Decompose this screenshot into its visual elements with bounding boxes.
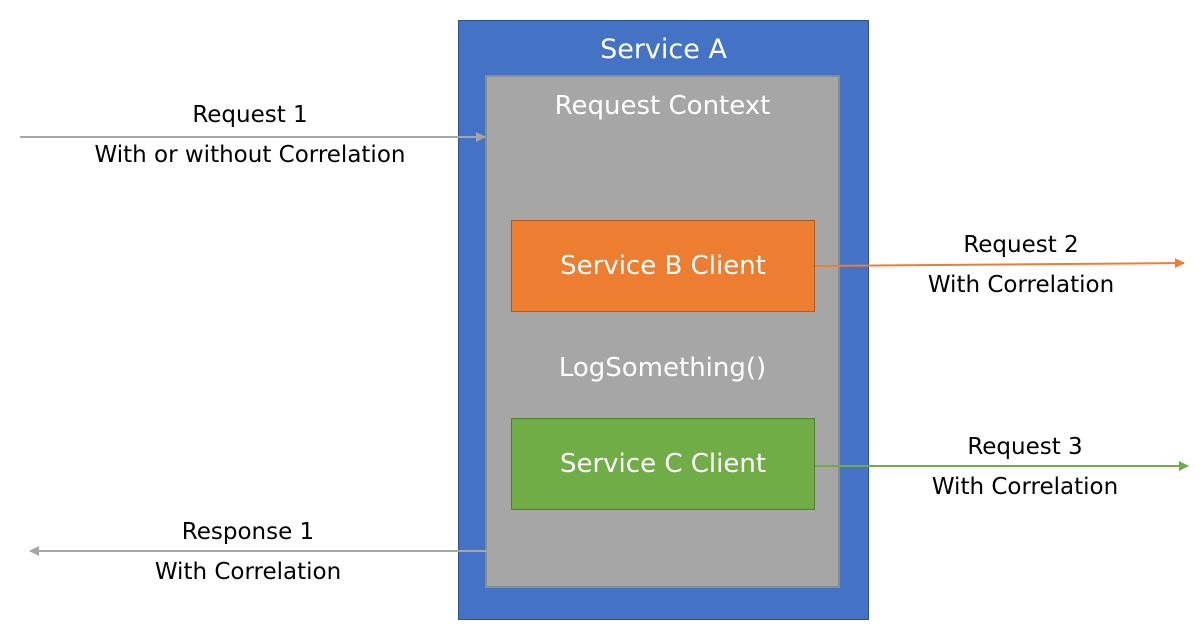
log-something-call: LogSomething()	[558, 353, 767, 383]
request-2-title: Request 2	[963, 232, 1079, 258]
request-3-label: Request 3 With Correlation	[880, 427, 1170, 507]
service-c-client-label: Service C Client	[559, 449, 767, 479]
request-3-title: Request 3	[967, 434, 1083, 460]
service-a-title: Service A	[600, 34, 727, 65]
service-b-client-label: Service B Client	[560, 251, 766, 281]
response-1-label: Response 1 With Correlation	[68, 512, 428, 592]
response-1-subtitle: With Correlation	[154, 559, 342, 585]
request-3-subtitle: With Correlation	[931, 474, 1119, 500]
request-1-label: Request 1 With or without Correlation	[40, 95, 460, 175]
request-2-label: Request 2 With Correlation	[880, 225, 1162, 305]
request-1-title: Request 1	[192, 102, 308, 128]
request-context-title: Request Context	[554, 91, 771, 121]
request-1-subtitle: With or without Correlation	[94, 142, 406, 168]
response-1-title: Response 1	[181, 519, 315, 545]
service-b-client-box: Service B Client	[511, 220, 815, 312]
service-c-client-box: Service C Client	[511, 418, 815, 510]
request-2-subtitle: With Correlation	[927, 272, 1115, 298]
request-context-box	[485, 75, 840, 588]
